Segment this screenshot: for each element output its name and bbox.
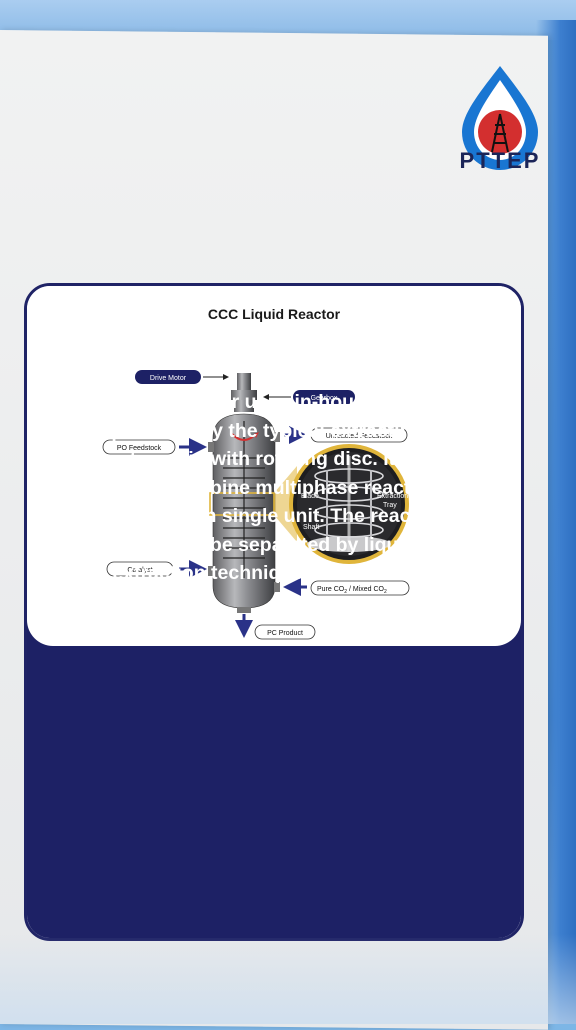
catalyst-label: Catalyst [127, 567, 152, 574]
co2-feed-label: Pure CO2 / Mixed CO2 [317, 586, 387, 595]
inset-blade-label: Blade [301, 493, 319, 500]
drive-motor-label: Drive Motor [150, 375, 187, 382]
bottom-nozzle [237, 607, 251, 613]
drive-motor-shaft [237, 373, 251, 391]
gearbox-body [231, 390, 257, 400]
coupling [234, 400, 254, 412]
catalyst-pill [106, 561, 174, 577]
outlet-nozzle [274, 432, 280, 442]
unreacted-feedstock-pill [310, 427, 408, 443]
company-name: PTTEP [459, 148, 541, 173]
rotating-discs [223, 421, 265, 578]
inset-shaft-label: Shaft [303, 524, 319, 531]
co2-feed-pill [310, 580, 410, 596]
pc-product-pill [254, 624, 316, 640]
po-feedstock-pill [102, 439, 176, 455]
extraction-tray-inset [289, 444, 409, 564]
zoom-connector [274, 466, 297, 542]
rotation-arrow-icon [231, 433, 257, 441]
co2-nozzle [274, 582, 280, 592]
reactor-description: CCC Liquid Reactor uses in-house design … [55, 391, 447, 584]
inset-tray-label: Tray [383, 502, 397, 509]
gearbox-pill [293, 390, 355, 404]
card-description-panel [27, 606, 521, 938]
inset-extraction-label: Extraction [377, 493, 408, 500]
po-feedstock-label: PO Feedstock [117, 445, 162, 452]
unreacted-feedstock-label: Unreacted Feedstock [326, 433, 393, 440]
reactor-diagram: Blade Extraction Tray Shaft Drive Motor … [102, 370, 410, 640]
info-card: CCC Liquid Reactor [24, 283, 524, 941]
gearbox-label: Gearbox [311, 395, 338, 402]
card-title: CCC Liquid Reactor [207, 306, 341, 322]
pc-product-label: PC Product [267, 630, 303, 637]
catalyst-nozzle [208, 566, 214, 576]
background-bottom-fade [0, 934, 576, 1024]
pttep-logo-icon [462, 66, 538, 170]
po-feed-nozzle [208, 442, 214, 452]
drive-motor-pill [135, 370, 201, 384]
